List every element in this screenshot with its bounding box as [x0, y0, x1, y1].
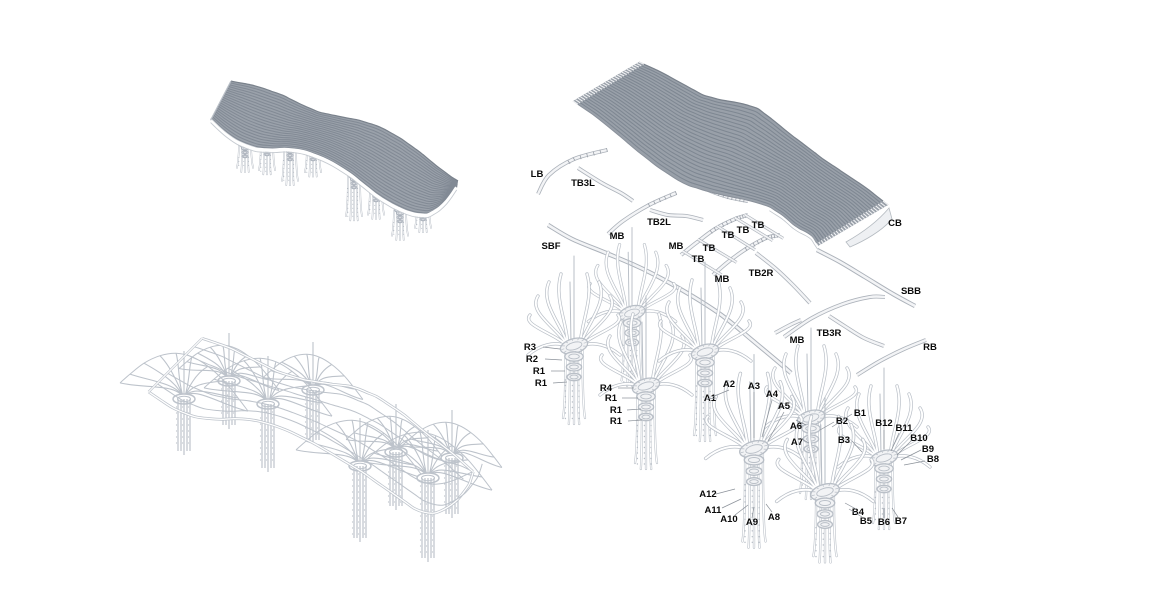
svg-text:MB: MB [669, 241, 684, 252]
svg-text:A11: A11 [705, 505, 723, 516]
svg-text:B7: B7 [895, 516, 907, 527]
svg-text:CB: CB [888, 218, 902, 229]
svg-text:B1: B1 [854, 408, 867, 419]
svg-text:R1: R1 [610, 405, 623, 416]
svg-text:TB3L: TB3L [571, 178, 595, 189]
svg-text:A12: A12 [699, 489, 716, 500]
svg-text:B12: B12 [875, 418, 892, 429]
svg-text:A7: A7 [791, 437, 803, 448]
svg-text:R2: R2 [526, 354, 538, 365]
svg-text:R4: R4 [600, 383, 613, 394]
svg-text:B11: B11 [896, 423, 914, 434]
svg-text:A6: A6 [790, 421, 802, 432]
svg-text:TB: TB [703, 243, 716, 254]
svg-text:MB: MB [715, 274, 730, 285]
svg-text:B8: B8 [927, 454, 939, 465]
svg-text:RB: RB [923, 342, 937, 353]
svg-text:TB: TB [692, 254, 705, 265]
svg-text:A10: A10 [720, 514, 737, 525]
svg-text:MB: MB [790, 335, 805, 346]
svg-text:B5: B5 [860, 516, 873, 527]
svg-text:B10: B10 [910, 433, 927, 444]
svg-text:TB2R: TB2R [749, 268, 774, 279]
svg-text:B6: B6 [878, 517, 890, 528]
svg-text:LB: LB [531, 169, 544, 180]
svg-text:R1: R1 [610, 416, 623, 427]
svg-text:A9: A9 [746, 517, 758, 528]
svg-text:R3: R3 [524, 342, 536, 353]
svg-text:R1: R1 [605, 393, 618, 404]
svg-text:B9: B9 [922, 444, 934, 455]
svg-text:A2: A2 [723, 379, 735, 390]
svg-text:A5: A5 [778, 401, 791, 412]
svg-text:TB: TB [737, 225, 750, 236]
svg-text:R1: R1 [533, 366, 546, 377]
svg-text:TB3R: TB3R [817, 328, 842, 339]
svg-text:TB: TB [722, 230, 735, 241]
svg-text:A3: A3 [748, 381, 760, 392]
svg-text:B4: B4 [852, 507, 865, 518]
svg-text:SBF: SBF [542, 241, 561, 252]
svg-text:B2: B2 [836, 416, 848, 427]
svg-text:TB: TB [752, 220, 765, 231]
svg-text:MB: MB [610, 231, 625, 242]
svg-text:B3: B3 [838, 435, 850, 446]
svg-text:R1: R1 [535, 378, 548, 389]
svg-text:A8: A8 [768, 512, 780, 523]
svg-text:A4: A4 [766, 389, 779, 400]
svg-text:SBB: SBB [901, 286, 921, 297]
svg-text:TB2L: TB2L [647, 217, 671, 228]
